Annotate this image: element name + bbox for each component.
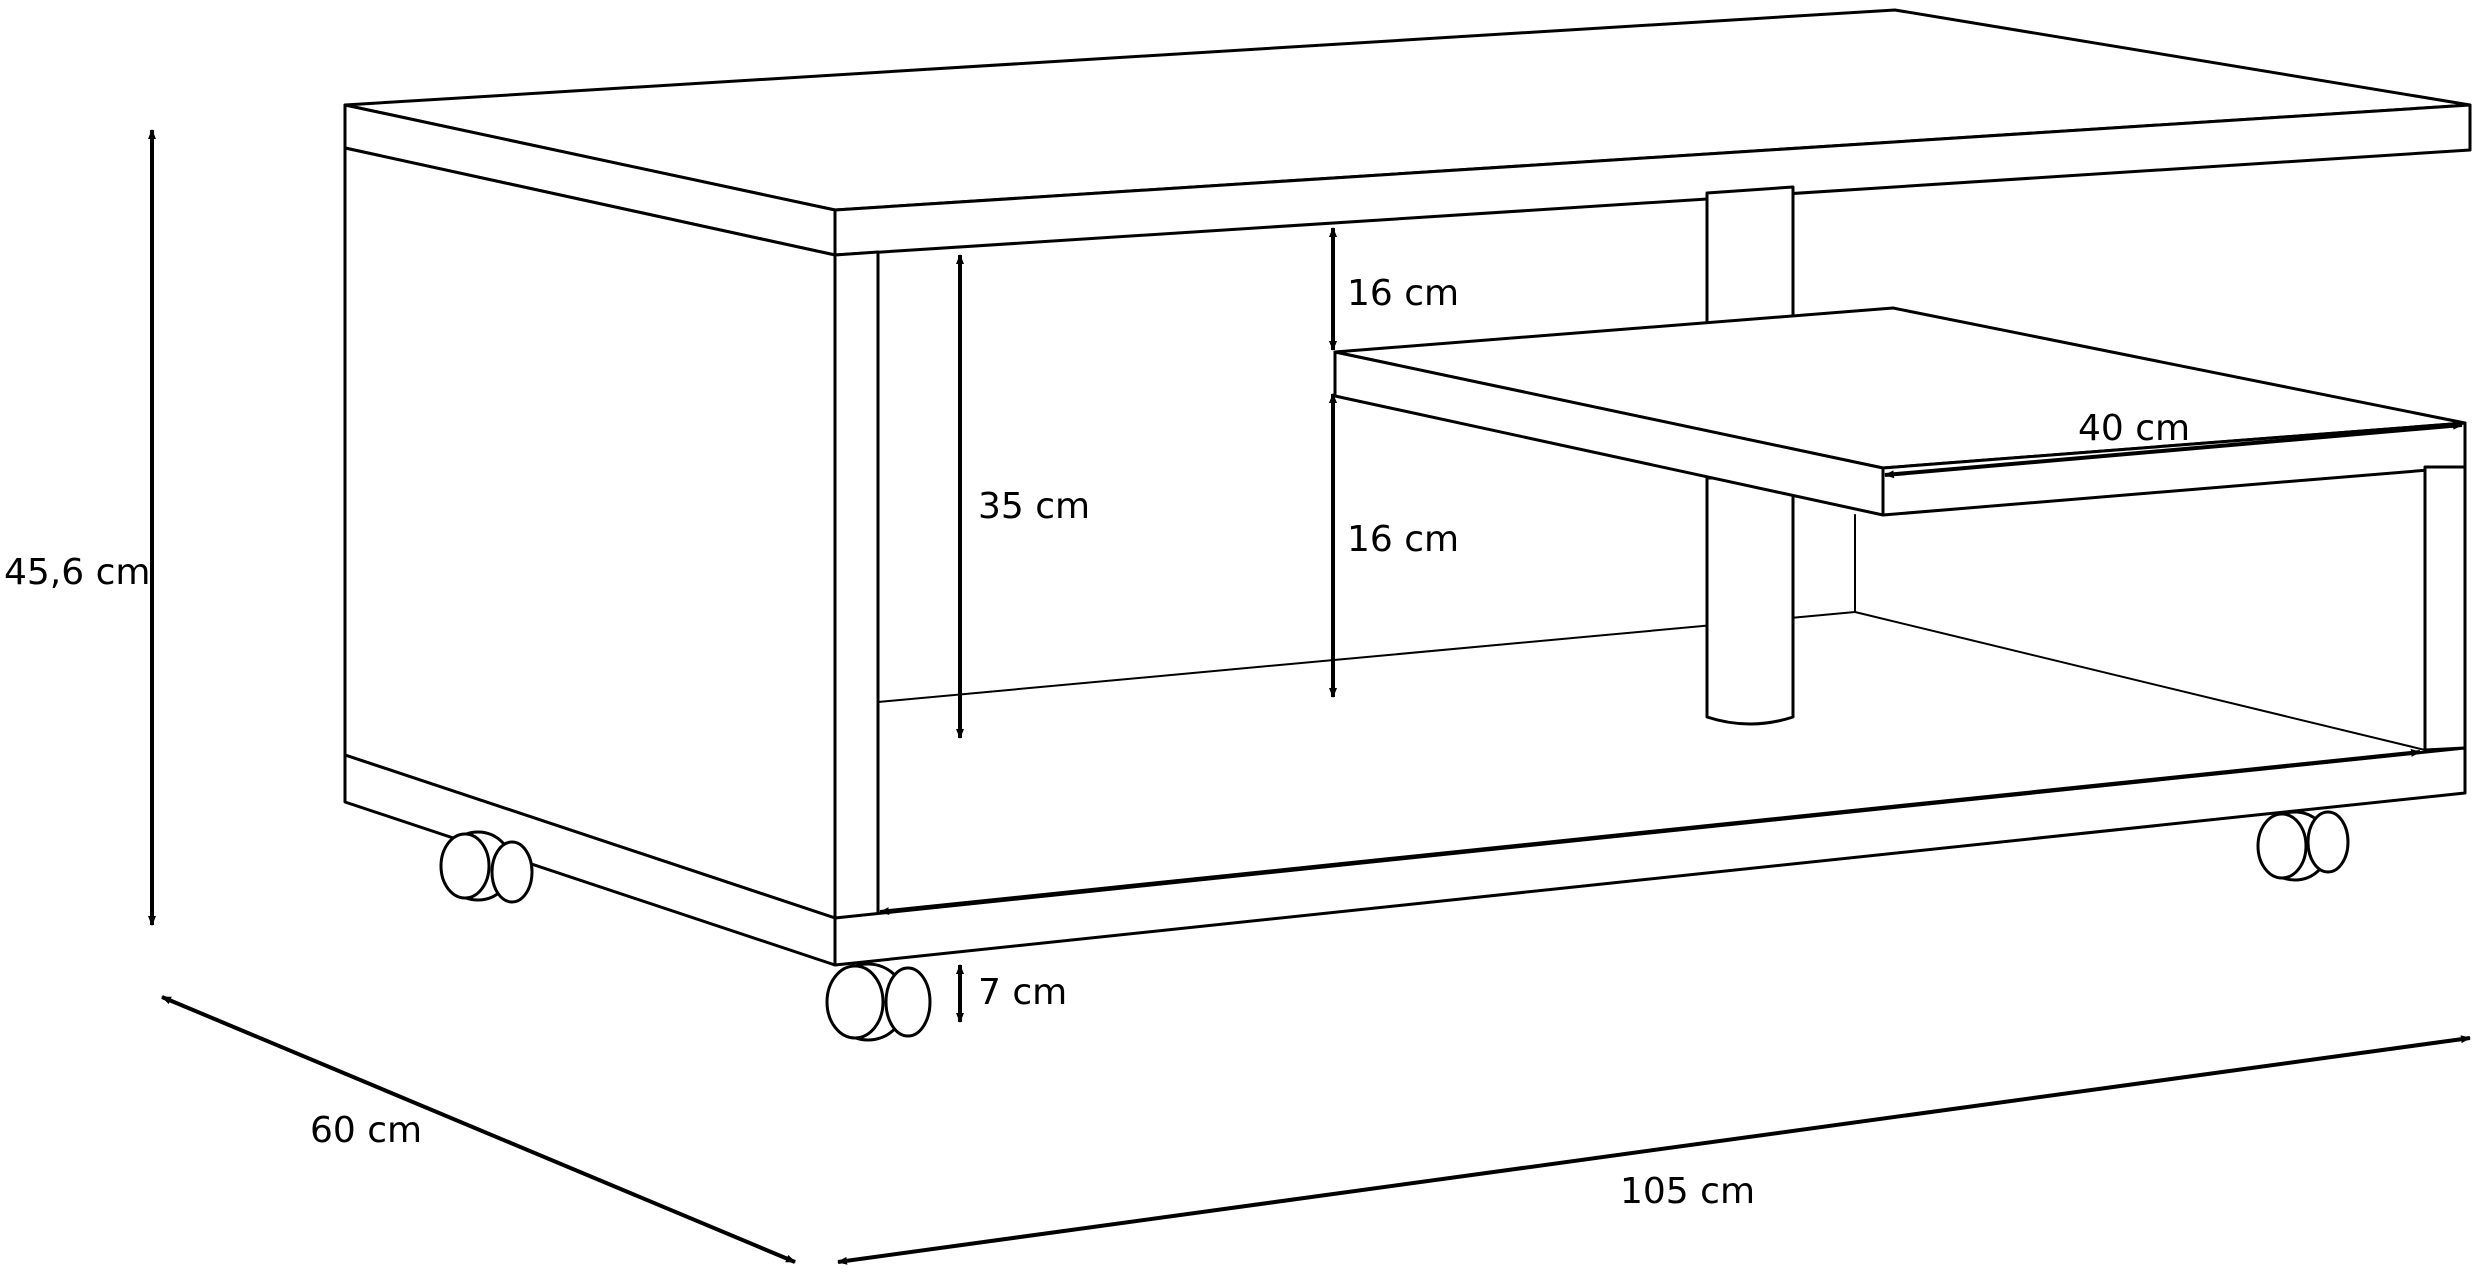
- width-dimension-line: [837, 1035, 2471, 1265]
- center-column-lower: [1705, 476, 1795, 726]
- depth-label: 60 cm: [310, 1110, 422, 1151]
- base-width-dimension-line: [879, 748, 2421, 916]
- width-label: 105 cm: [1620, 1171, 1755, 1212]
- wheel-back-right: [2256, 810, 2350, 882]
- lower-gap-label: 16 cm: [1347, 519, 1459, 560]
- total-height-label: 45,6 cm: [4, 552, 150, 593]
- shelf-width-dimension-line: [1884, 421, 2463, 479]
- dimension-labels: 45,6 cm 60 cm 105 cm 35 cm 16 cm 16 cm 4…: [4, 273, 2190, 1212]
- upper-gap-label: 16 cm: [1347, 273, 1459, 314]
- tabletop: [343, 8, 2472, 257]
- compartment-height-label: 35 cm: [978, 486, 1090, 527]
- shelf-width-label: 40 cm: [2078, 408, 2190, 449]
- wheel-back-left: [439, 830, 534, 904]
- wheel-height-label: 7 cm: [978, 972, 1067, 1013]
- depth-dimension-line: [161, 995, 796, 1264]
- left-side-panel: [343, 146, 880, 920]
- middle-shelf: [1333, 306, 2467, 517]
- right-side-panel: [2423, 465, 2467, 752]
- back-panel-lines: [877, 514, 2426, 751]
- dimension-lines: [148, 129, 2471, 1265]
- wheel-front-left: [825, 962, 932, 1042]
